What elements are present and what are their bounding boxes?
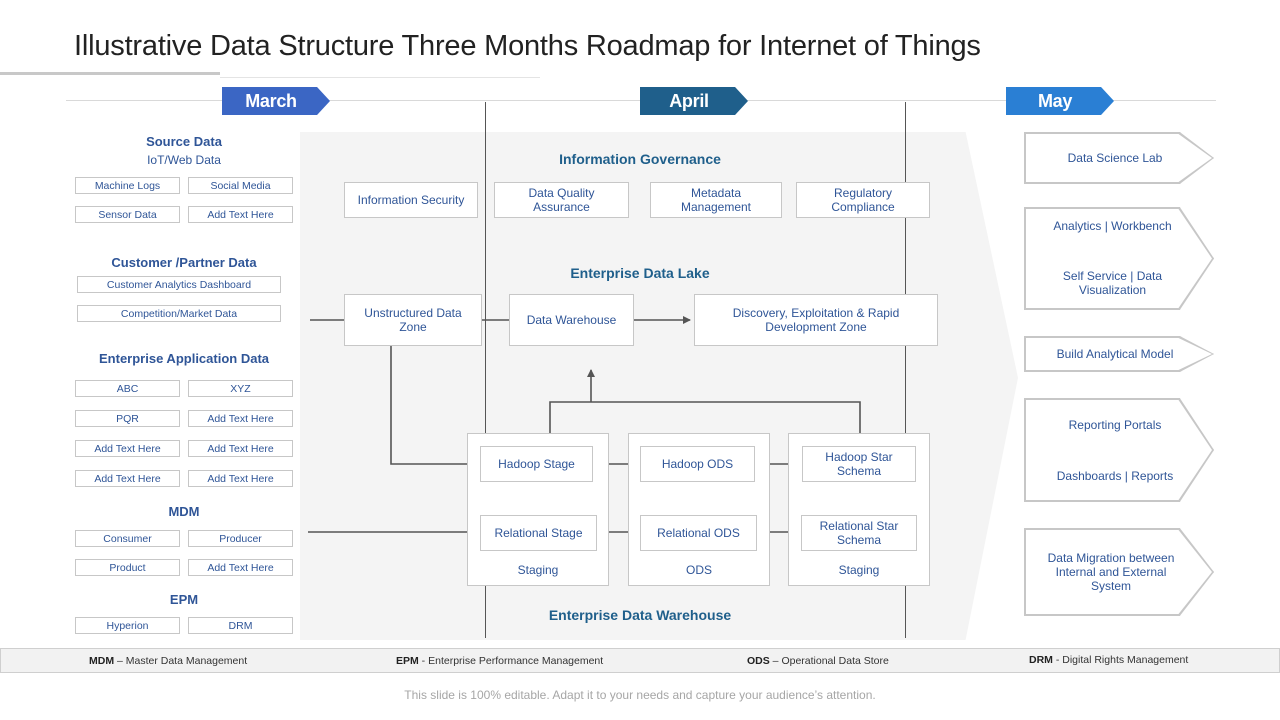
dashboards-reports-label: Dashboards | Reports (1056, 469, 1174, 483)
source-data-title: Source Data (146, 134, 222, 149)
build-model-box (1024, 336, 1214, 372)
reporting-portals-label: Reporting Portals (1068, 418, 1162, 432)
source-data-subtitle: IoT/Web Data (147, 153, 221, 167)
enterprise-data-lake-title: Enterprise Data Lake (570, 265, 710, 281)
enterprise-item: Add Text Here (75, 440, 180, 457)
ods-label: ODS (685, 563, 712, 577)
epm-item: Hyperion (75, 617, 180, 634)
legend-ods: ODS – Operational Data Store (747, 655, 889, 667)
source-item: Machine Logs (75, 177, 180, 194)
metadata-management-box: Metadata Management (650, 182, 782, 218)
enterprise-app-data-title: Enterprise Application Data (99, 351, 269, 366)
month-may: May (1006, 87, 1114, 115)
enterprise-item: Add Text Here (188, 440, 293, 457)
build-model-label: Build Analytical Model (1056, 347, 1174, 361)
legend-drm: DRM - Digital Rights Management (1029, 654, 1189, 666)
information-governance-title: Information Governance (559, 151, 721, 167)
hadoop-ods-box: Hadoop ODS (640, 446, 755, 482)
epm-title: EPM (169, 592, 199, 607)
enterprise-item: Add Text Here (188, 470, 293, 487)
month-april: April (640, 87, 748, 115)
source-item: Add Text Here (188, 206, 293, 223)
unstructured-data-zone-box: Unstructured Data Zone (344, 294, 482, 346)
self-service-label: Self Service | Data Visualization (1062, 269, 1163, 297)
abbreviation-legend: MDM – Master Data Management EPM - Enter… (0, 648, 1280, 673)
customer-item: Customer Analytics Dashboard (77, 276, 281, 293)
discovery-zone-box: Discovery, Exploitation & Rapid Developm… (694, 294, 938, 346)
relational-star-schema-box: Relational Star Schema (801, 515, 917, 551)
analytics-workbench-label: Analytics | Workbench (1053, 219, 1172, 233)
reporting-box (1024, 398, 1214, 502)
divider-march-april (485, 102, 486, 638)
page-title: Illustrative Data Structure Three Months… (74, 30, 981, 62)
data-science-lab-box (1024, 132, 1214, 184)
analytics-box (1024, 207, 1214, 310)
mdm-item: Producer (188, 530, 293, 547)
customer-data-title: Customer /Partner Data (111, 255, 257, 270)
customer-item: Competition/Market Data (77, 305, 281, 322)
mdm-item: Consumer (75, 530, 180, 547)
data-warehouse-box: Data Warehouse (509, 294, 634, 346)
staging-label: Staging (517, 563, 559, 577)
data-migration-box (1024, 528, 1214, 616)
title-underline-accent (0, 72, 220, 75)
enterprise-item: PQR (75, 410, 180, 427)
month-march: March (222, 87, 330, 115)
enterprise-item: Add Text Here (188, 410, 293, 427)
mdm-title: MDM (168, 504, 200, 519)
data-migration-label: Data Migration between Internal and Exte… (1047, 551, 1175, 593)
relational-stage-box: Relational Stage (480, 515, 597, 551)
relational-ods-box: Relational ODS (640, 515, 757, 551)
source-item: Sensor Data (75, 206, 180, 223)
epm-item: DRM (188, 617, 293, 634)
enterprise-item: XYZ (188, 380, 293, 397)
hadoop-stage-box: Hadoop Stage (480, 446, 593, 482)
source-item: Social Media (188, 177, 293, 194)
staging-label-2: Staging (838, 563, 880, 577)
data-quality-box: Data Quality Assurance (494, 182, 629, 218)
legend-mdm: MDM – Master Data Management (89, 655, 248, 667)
hadoop-star-schema-box: Hadoop Star Schema (802, 446, 916, 482)
mdm-item: Product (75, 559, 180, 576)
title-underline (220, 77, 540, 78)
enterprise-item: Add Text Here (75, 470, 180, 487)
mdm-item: Add Text Here (188, 559, 293, 576)
information-security-box: Information Security (344, 182, 478, 218)
legend-epm: EPM - Enterprise Performance Management (396, 655, 604, 667)
regulatory-compliance-box: Regulatory Compliance (796, 182, 930, 218)
editable-note: This slide is 100% editable. Adapt it to… (404, 688, 876, 702)
enterprise-item: ABC (75, 380, 180, 397)
data-science-lab-label: Data Science Lab (1067, 151, 1163, 165)
divider-april-may (905, 102, 906, 638)
enterprise-data-warehouse-title: Enterprise Data Warehouse (548, 607, 732, 623)
